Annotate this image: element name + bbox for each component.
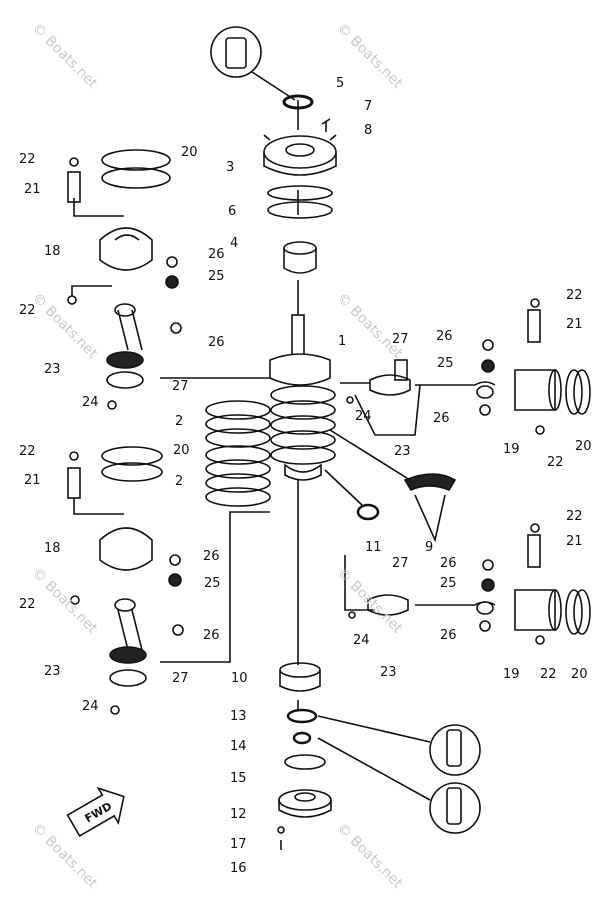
callout-12: 12 [230,807,247,822]
callout-4: 4 [230,236,239,251]
callout-27: 27 [172,671,189,686]
callout-26: 26 [203,628,220,643]
callout-26: 26 [440,628,457,643]
callout-21: 21 [566,534,583,549]
callout-2: 2 [175,474,184,489]
detail-circle-bottom-2 [429,782,481,834]
callout-24: 24 [82,699,99,714]
detail-circle-bottom-1 [429,724,481,776]
callout-23: 23 [380,665,397,680]
callout-1: 1 [338,334,347,349]
callout-18: 18 [44,541,61,556]
callout-24: 24 [82,395,99,410]
callout-26: 26 [208,335,225,350]
crank-seal-rings [205,400,271,507]
callout-22: 22 [19,444,36,459]
callout-20: 20 [181,145,198,160]
fwd-arrow-icon [66,786,125,837]
callout-22: 22 [19,597,36,612]
callout-24: 24 [353,633,370,648]
callout-24: 24 [355,409,372,424]
callout-13: 13 [230,709,247,724]
callout-21: 21 [566,317,583,332]
needle-bearing-cage [403,473,457,543]
callout-23: 23 [394,444,411,459]
callout-7: 7 [364,99,373,114]
callout-21: 21 [24,182,41,197]
callout-17: 17 [230,837,247,852]
callout-22: 22 [566,509,583,524]
callout-8: 8 [364,123,373,138]
callout-20: 20 [575,439,592,454]
callout-22: 22 [19,152,36,167]
callout-25: 25 [440,576,457,591]
callout-22: 22 [547,455,564,470]
callout-6: 6 [228,204,237,219]
callout-14: 14 [230,739,247,754]
callout-10: 10 [231,671,248,686]
callout-9: 9 [425,540,434,555]
callout-22: 22 [540,667,557,682]
crankshaft [269,314,336,481]
lower-bearing-housing [278,789,332,818]
callout-27: 27 [172,379,189,394]
callout-19: 19 [503,442,520,457]
callout-15: 15 [230,771,247,786]
callout-22: 22 [566,288,583,303]
callout-23: 23 [44,362,61,377]
callout-20: 20 [173,443,190,458]
callout-16: 16 [230,861,247,876]
callout-25: 25 [437,356,454,371]
upper-bearing [283,241,317,274]
callout-11: 11 [365,540,382,555]
callout-23: 23 [44,664,61,679]
right-lower-assembly [344,523,591,645]
callout-25: 25 [208,269,225,284]
callout-26: 26 [436,329,453,344]
callout-22: 22 [19,303,36,318]
callout-26: 26 [440,556,457,571]
upper-bearing-housing [263,134,337,176]
left-lower-assembly [67,446,184,715]
callout-26: 26 [208,247,225,262]
callout-25: 25 [204,576,221,591]
callout-26: 26 [203,549,220,564]
callout-18: 18 [44,244,61,259]
lower-main-bearing [279,662,321,692]
callout-20: 20 [571,667,588,682]
callout-19: 19 [503,667,520,682]
callout-27: 27 [392,332,409,347]
callout-21: 21 [24,473,41,488]
callout-5: 5 [336,76,345,91]
left-upper-assembly [67,149,182,410]
callout-2: 2 [175,414,184,429]
right-upper-assembly [346,298,591,436]
callout-3: 3 [226,160,235,175]
callout-27: 27 [392,556,409,571]
detail-circle-top [210,26,296,101]
callout-26: 26 [433,411,450,426]
